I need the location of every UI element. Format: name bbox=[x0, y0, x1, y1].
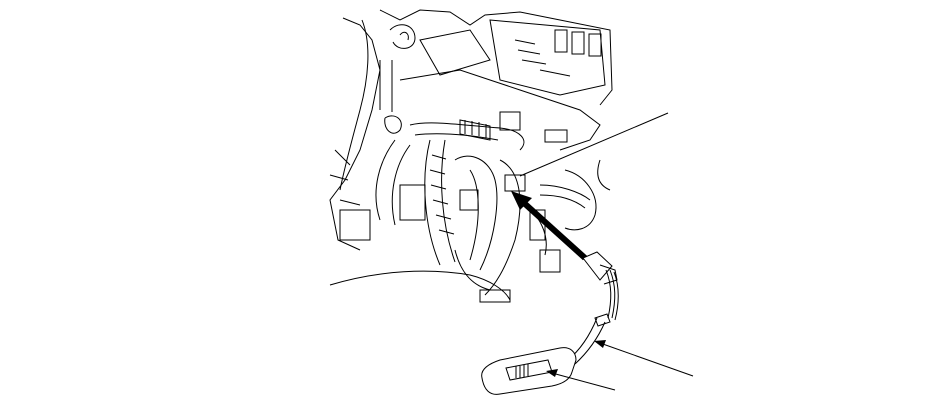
leader-arrow-icon bbox=[594, 340, 606, 348]
connector-plug bbox=[582, 251, 619, 321]
leader-lines bbox=[519, 112, 694, 391]
remote-switch-device bbox=[481, 347, 577, 395]
engine-compartment-harness bbox=[329, 9, 613, 303]
leader-connector bbox=[519, 112, 669, 177]
leader-cable bbox=[599, 342, 694, 377]
insertion-arrow-icon bbox=[511, 191, 588, 261]
leader-arrow-icon bbox=[546, 369, 558, 377]
leader-switch bbox=[551, 372, 616, 391]
